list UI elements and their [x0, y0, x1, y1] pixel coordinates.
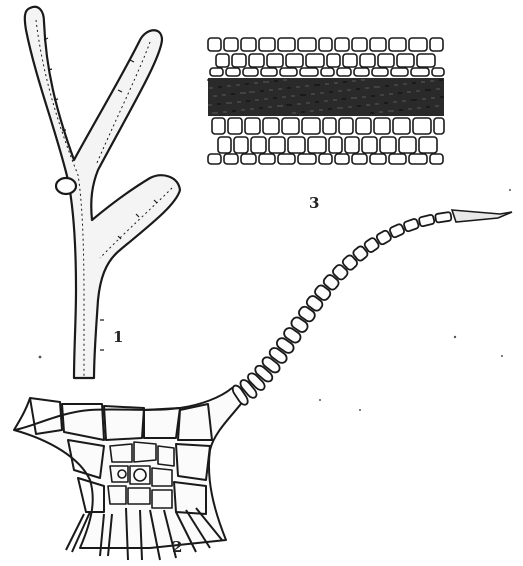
fig-3-cell	[232, 54, 246, 67]
fig-3-cell	[374, 118, 390, 134]
fig-3-cell	[380, 137, 396, 153]
fig-3-cell	[280, 68, 297, 76]
fig-3-cell	[269, 137, 285, 153]
fig-3-cell	[278, 38, 295, 51]
fig-3-cell	[335, 154, 349, 164]
fig-3-cell	[241, 38, 256, 51]
fig-3-cell	[370, 38, 386, 51]
fig-3-cell	[413, 118, 431, 134]
fig-3-cell	[286, 54, 303, 67]
fig-3-cell	[352, 38, 367, 51]
fig-3-cell	[267, 54, 283, 67]
fig-3-cell	[399, 137, 416, 153]
fig-3-cell	[288, 137, 305, 153]
figure-3-label: 3	[309, 196, 319, 211]
fig-3-cell	[249, 54, 264, 67]
fig-3-cell	[224, 154, 238, 164]
fig-3-cell	[300, 68, 318, 76]
fig-3-cell-band	[207, 38, 444, 164]
fig-3-cell	[389, 38, 406, 51]
fig-3-cell	[339, 118, 353, 134]
fig-3-cell	[226, 68, 240, 76]
fig-2-chain-cell	[403, 218, 419, 232]
fig-3-cell	[430, 154, 443, 164]
fig-3-cell	[343, 54, 357, 67]
fig-2-cross-section	[14, 388, 244, 560]
fig-3-cell	[397, 54, 414, 67]
fig-3-cell	[409, 154, 427, 164]
fig-3-cell	[323, 118, 336, 134]
fig-3-cell	[308, 137, 326, 153]
fig-3-cell	[208, 154, 221, 164]
fig-3-cell	[337, 68, 351, 76]
fig-3-cell	[263, 118, 279, 134]
fig-3-cell	[434, 118, 444, 134]
fig-3-cell	[378, 54, 394, 67]
fig-3-cell	[432, 68, 444, 76]
fig-3-cell	[208, 38, 221, 51]
fig-3-cell	[389, 154, 406, 164]
fig-3-cell	[241, 154, 256, 164]
fig-3-cell	[228, 118, 242, 134]
fig-2-cell-chain	[231, 212, 452, 407]
fig-3-cell	[218, 137, 231, 153]
fig-3-cell	[298, 154, 316, 164]
fig-3-cell	[282, 118, 299, 134]
figure-1-label: 1	[113, 330, 123, 345]
fig-3-cell	[393, 118, 410, 134]
fig-3-cell	[210, 68, 223, 76]
fig-3-cell	[234, 137, 248, 153]
fig-2-chain-cell	[389, 223, 405, 238]
fig-3-cell	[372, 68, 388, 76]
fig-3-cell	[243, 68, 258, 76]
fig-3-cell	[362, 137, 377, 153]
fig-3-cell	[335, 38, 349, 51]
fig-3-cell	[409, 38, 427, 51]
fig-3-cell	[321, 68, 334, 76]
fig-3-cell	[298, 38, 316, 51]
fig-2-chain-cell	[435, 212, 452, 223]
fig-3-cell	[329, 137, 342, 153]
fig-3-cell	[430, 38, 443, 51]
figure-2-label: 2	[172, 540, 182, 555]
fig-3-cell	[411, 68, 429, 76]
fig-3-cell	[391, 68, 408, 76]
fig-3-cell	[360, 54, 375, 67]
fig-3-cell	[259, 154, 275, 164]
fig-3-cell	[319, 38, 332, 51]
fig-2-chain-cell	[419, 214, 435, 226]
fig-3-cell	[319, 154, 332, 164]
fig-3-cell	[212, 118, 225, 134]
fig-3-cell	[356, 118, 371, 134]
fig-3-cell	[224, 38, 238, 51]
fig-3-cell	[216, 54, 229, 67]
fig-2-arm-tip	[452, 210, 512, 222]
fig-3-cell	[261, 68, 277, 76]
fig-1-branching-stalk	[25, 7, 180, 378]
fig-3-cell	[417, 54, 435, 67]
fig-3-cell	[419, 137, 437, 153]
fig-3-cell	[251, 137, 266, 153]
fig-3-cell	[302, 118, 320, 134]
fig-3-cell	[327, 54, 340, 67]
fig-3-cell	[352, 154, 367, 164]
fig-3-cell	[259, 38, 275, 51]
fig-3-cell	[345, 137, 359, 153]
fig-3-cell	[245, 118, 260, 134]
fig-3-cell	[306, 54, 324, 67]
fig-3-cell	[370, 154, 386, 164]
fig-3-cell	[278, 154, 295, 164]
fig-3-cell	[354, 68, 369, 76]
